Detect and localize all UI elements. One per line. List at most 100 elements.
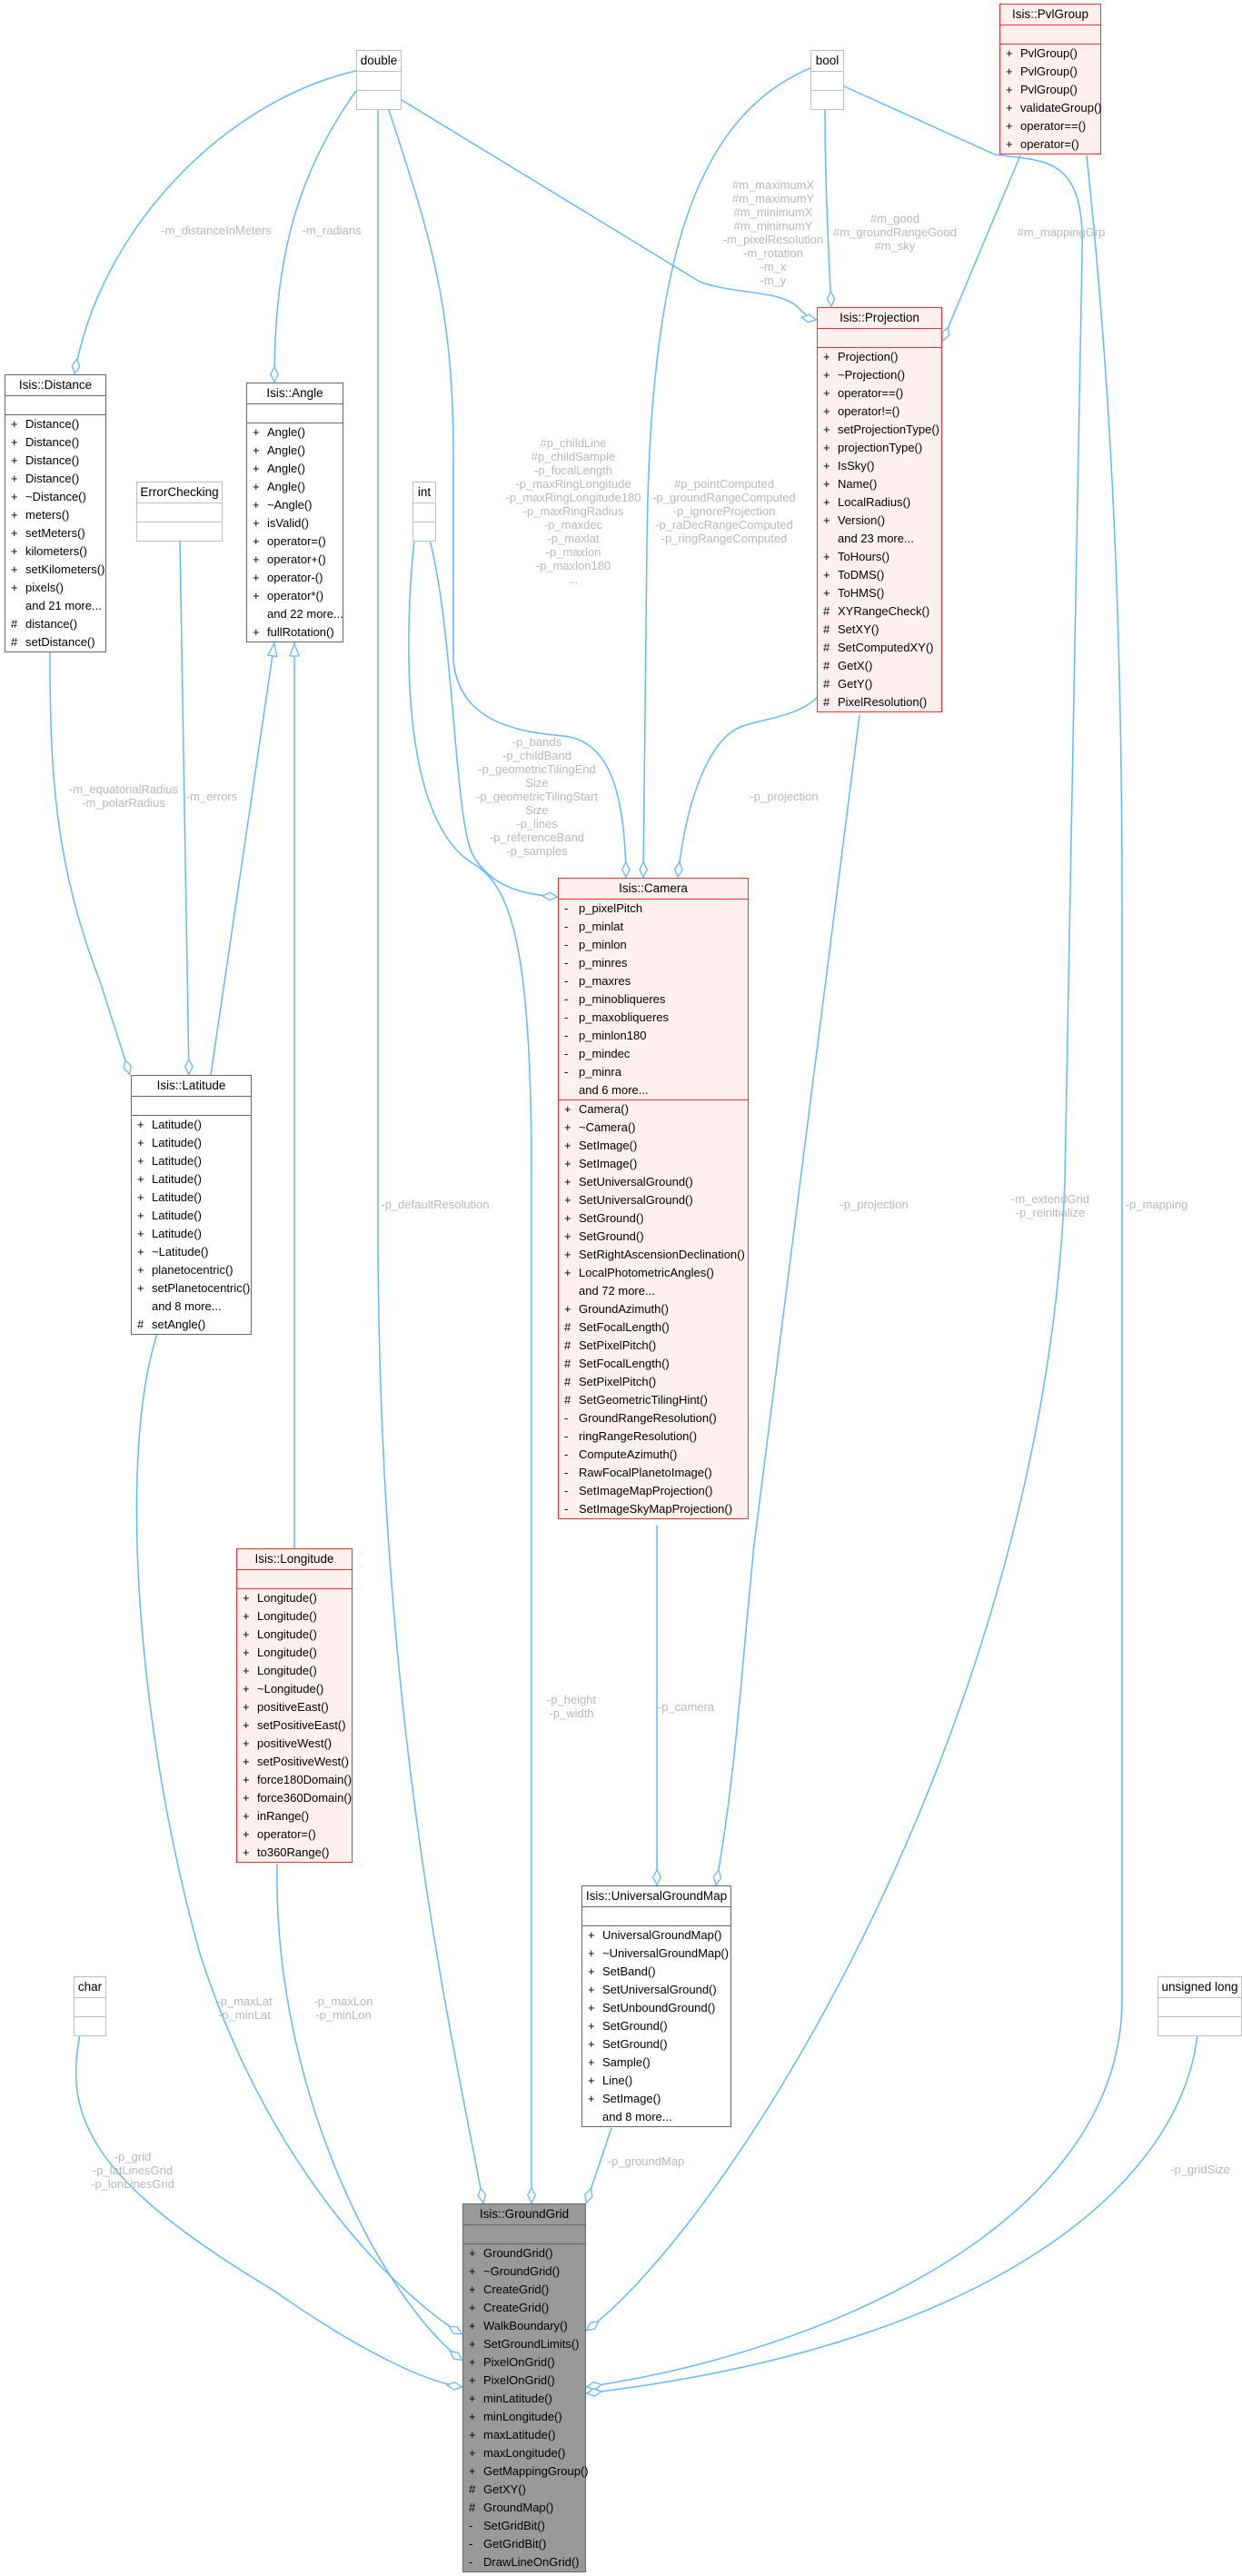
class-node-longitude[interactable]: Isis::Longitude+Longitude()+Longitude()+…	[236, 1548, 353, 1863]
attribute-row: -p_minres	[559, 954, 748, 972]
method-row: #XYRangeCheck()	[818, 602, 941, 621]
class-node-bool[interactable]: bool	[810, 50, 844, 110]
edge-label-line: -p_maxLon	[313, 1994, 373, 2008]
method-name: PixelOnGrid()	[483, 2373, 555, 2387]
edge-label-line: #m_minimumX	[733, 205, 813, 219]
method-row: and 23 more...	[818, 530, 941, 548]
method-name: SetImage()	[579, 1157, 638, 1170]
visibility-marker: +	[243, 1773, 250, 1786]
visibility-marker: +	[243, 1755, 250, 1768]
edge-label-line: -p_maxdec	[543, 518, 603, 532]
methods-section	[1158, 2016, 1241, 2035]
method-name: Longitude()	[257, 1646, 317, 1659]
visibility-marker: +	[564, 1120, 571, 1134]
method-name: SetGround()	[579, 1229, 644, 1243]
method-name: ~Latitude()	[152, 1245, 209, 1258]
class-title: int	[417, 485, 432, 499]
method-row: #PixelResolution()	[818, 693, 941, 711]
edge-label-extendGrid: -m_extendGrid-p_reinitialize	[1011, 1192, 1089, 1219]
class-node-projection[interactable]: Isis::Projection+Projection()+~Projectio…	[817, 307, 942, 712]
visibility-marker: +	[469, 2264, 476, 2278]
method-row: +minLatitude()	[463, 2390, 585, 2408]
edge-label-groundMap: -p_groundMap	[608, 2154, 685, 2168]
method-name: maxLongitude()	[483, 2446, 566, 2460]
visibility-marker: +	[243, 1609, 250, 1623]
edge-label-line: -p_maxRingRadius	[522, 504, 624, 518]
visibility-marker: #	[823, 677, 830, 691]
methods-section: +PvlGroup()+PvlGroup()+PvlGroup()+valida…	[1000, 44, 1102, 154]
visibility-marker: +	[11, 562, 18, 576]
method-name: GetX()	[838, 659, 873, 672]
visibility-marker: -	[564, 992, 569, 1006]
method-name: GetXY()	[483, 2482, 526, 2496]
visibility-marker: #	[564, 1393, 571, 1407]
edge-label-line: -p_samples	[506, 844, 568, 858]
visibility-marker: +	[469, 2446, 476, 2460]
method-row: + operator!=()	[818, 403, 941, 421]
class-node-ugm[interactable]: Isis::UniversalGroundMap+UniversalGround…	[581, 1885, 731, 2127]
visibility-marker: #	[469, 2482, 476, 2496]
class-node-groundgrid[interactable]: Isis::GroundGrid+GroundGrid()+~GroundGri…	[462, 2203, 589, 2572]
method-row: +Latitude()	[132, 1152, 251, 1170]
method-name: operator!=()	[838, 404, 900, 418]
longitude-to-groundgrid-edge	[276, 1863, 462, 2362]
method-row: +SetGround()	[582, 2035, 730, 2054]
method-row: #SetFocalLength()	[559, 1318, 748, 1337]
visibility-marker: +	[243, 1700, 250, 1714]
class-node-errorchecking[interactable]: ErrorChecking	[136, 482, 223, 542]
class-node-char[interactable]: char	[74, 1976, 106, 2036]
visibility-marker: +	[564, 1229, 571, 1243]
visibility-marker: +	[243, 1827, 250, 1841]
method-name: SetGroundLimits()	[483, 2337, 580, 2351]
methods-section: +Longitude()+Longitude()+Longitude()+Lon…	[237, 1588, 352, 1862]
method-row: +Line()	[582, 2072, 730, 2090]
edge-label-line: -p_ringRangeComputed	[661, 532, 788, 545]
class-node-double[interactable]: double	[356, 50, 402, 110]
edge-label-line: -p_raDecRangeComputed	[655, 518, 793, 532]
method-row: +setKilometers()	[5, 561, 105, 579]
class-node-pvlgroup[interactable]: Isis::PvlGroup+PvlGroup()+PvlGroup()+Pvl…	[999, 4, 1102, 154]
visibility-marker: +	[469, 2319, 476, 2332]
edge-label-grid: -p_grid-p_latLinesGrid-p_lonLinesGrid	[91, 2150, 174, 2191]
class-node-latitude[interactable]: Isis::Latitude+Latitude()+Latitude()+Lat…	[131, 1075, 252, 1335]
class-title: unsigned long	[1161, 1980, 1238, 1994]
class-node-angle[interactable]: Isis::Angle+Angle()+Angle()+Angle()+Angl…	[246, 383, 343, 642]
edge-label-line: -m_equatorialRadius	[69, 782, 178, 796]
method-row: -ComputeAzimuth()	[559, 1446, 748, 1464]
edge-label-line: ...	[568, 572, 579, 586]
method-name: WalkBoundary()	[483, 2319, 568, 2332]
methods-section	[75, 2016, 105, 2035]
class-node-distance[interactable]: Isis::Distance+Distance()+Distance()+Dis…	[5, 374, 106, 652]
method-row: +operator=()	[1000, 135, 1100, 154]
method-row: #distance()	[5, 615, 105, 633]
bool-to-projection-edge	[824, 106, 831, 307]
method-name: fullRotation()	[267, 625, 334, 639]
method-name: setPlanetocentric()	[152, 1281, 251, 1295]
method-name: SetGround()	[579, 1211, 644, 1225]
visibility-marker: -	[564, 920, 569, 933]
method-row: and 8 more...	[132, 1298, 251, 1316]
edge-label-line: -p_lonLinesGrid	[91, 2177, 174, 2191]
method-name: GetGridBit()	[483, 2537, 547, 2551]
method-row: +positiveEast()	[237, 1698, 352, 1716]
method-row: #SetPixelPitch()	[559, 1337, 748, 1355]
method-name: PvlGroup()	[1020, 83, 1078, 96]
edge-label-line: #m_good	[869, 212, 920, 225]
visibility-marker: +	[11, 508, 18, 522]
class-node-camera[interactable]: Isis::Camera-p_pixelPitch-p_minlat-p_min…	[558, 878, 749, 1519]
method-row: +LocalRadius()	[818, 493, 941, 512]
method-row: #GetY()	[818, 675, 941, 693]
attribute-name: p_minra	[579, 1065, 621, 1079]
visibility-marker: -	[564, 1411, 569, 1425]
visibility-marker: +	[823, 404, 830, 418]
method-row: -GroundRangeResolution()	[559, 1409, 748, 1427]
method-name: distance()	[25, 617, 78, 631]
method-name: validateGroup()	[1020, 101, 1102, 114]
method-name: ~Angle()	[267, 498, 313, 512]
visibility-marker: -	[564, 1065, 569, 1079]
method-row: +operator=()	[237, 1825, 352, 1844]
method-row: #SetXY()	[818, 621, 941, 639]
class-node-ulong[interactable]: unsigned long	[1158, 1976, 1242, 2036]
class-node-int[interactable]: int	[412, 482, 436, 542]
